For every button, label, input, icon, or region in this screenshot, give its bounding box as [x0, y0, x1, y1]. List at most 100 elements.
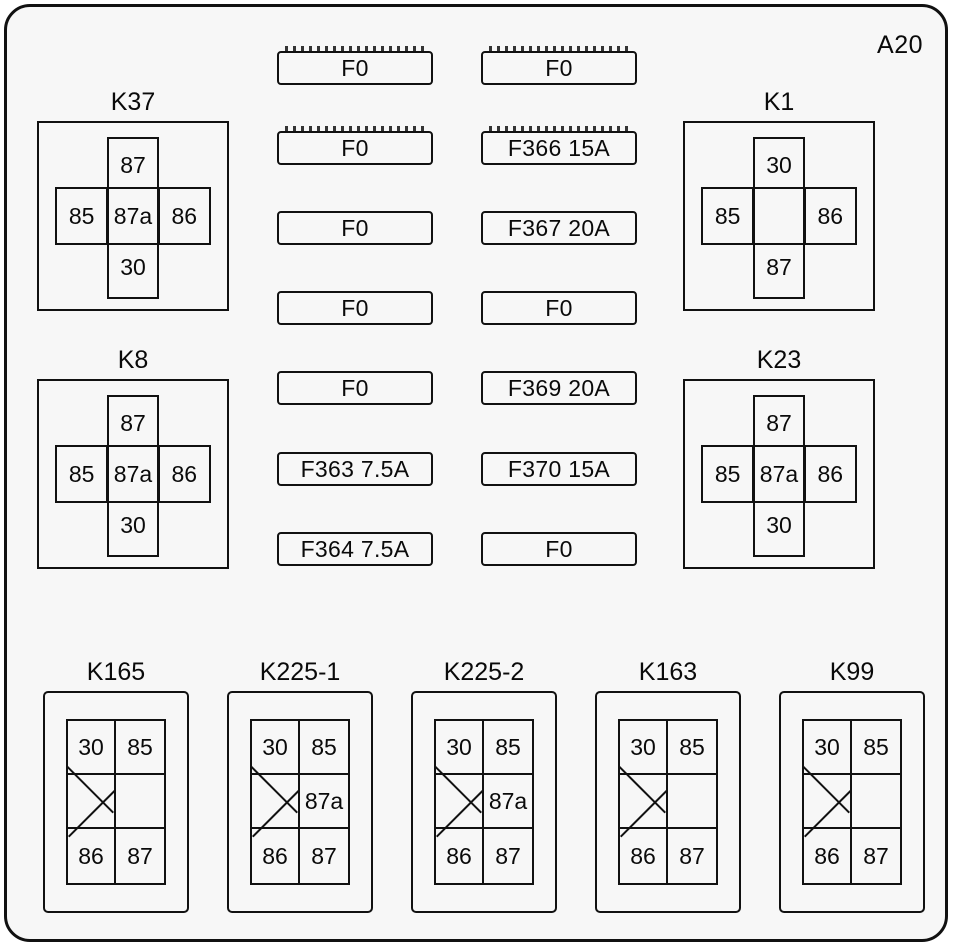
- fuse-right-2-label: F366 15A: [507, 134, 611, 161]
- relay-k163-cell-2: 85: [668, 721, 716, 775]
- fuse-left-4-label: F0: [341, 294, 369, 321]
- fuse-right-5-label: F369 20A: [507, 374, 611, 401]
- relay-k165-cell-1: 30: [68, 721, 116, 775]
- panel-code-label: A20: [877, 31, 923, 59]
- fuse-left-4[interactable]: F0: [277, 291, 433, 325]
- relay-k8-pin-86: 86: [157, 447, 209, 501]
- relay-k8-pin-87a: 87a: [106, 447, 157, 501]
- fuse-left-2-label: F0: [341, 134, 369, 161]
- relay-k225-2-pin-grid: 30 85 87a 86 87: [434, 719, 534, 885]
- relay-k8-horizontal-limb: 85 87a 86: [55, 445, 211, 503]
- fuse-right-3-f367[interactable]: F367 20A: [481, 211, 637, 245]
- relay-k99-cell-4: [852, 775, 900, 829]
- relay-k165-cross-cell: [68, 775, 116, 829]
- relay-k23-pin-87a: 87a: [752, 447, 803, 501]
- relay-k37-body: 85 87a 86 87 30: [37, 121, 229, 311]
- relay-k1-pin-86: 86: [803, 189, 855, 243]
- relay-k165-pin-grid: 30 85 86 87: [66, 719, 166, 885]
- fuse-right-6-f370[interactable]: F370 15A: [481, 452, 637, 486]
- relay-k23-body: 85 87a 86 87 30: [683, 379, 875, 569]
- relay-k99-pin-grid: 30 85 86 87: [802, 719, 902, 885]
- relay-k165-cell-5: 86: [68, 829, 116, 883]
- relay-k37-title: K37: [110, 88, 156, 116]
- relay-k1-pin-center: [752, 189, 803, 243]
- relay-k165-outer: 30 85 86 87: [43, 691, 189, 913]
- relay-k8-pin-85: 85: [68, 460, 95, 487]
- relay-k23-horizontal-limb: 85 87a 86: [701, 445, 857, 503]
- relay-k99-cell-2: 85: [852, 721, 900, 775]
- relay-k165-cell-6: 87: [127, 842, 153, 869]
- relay-k37-horizontal-limb: 85 87a 86: [55, 187, 211, 245]
- fuse-right-5-f369[interactable]: F369 20A: [481, 371, 637, 405]
- relay-k225-1-outer: 30 85 87a 86 87: [227, 691, 373, 913]
- relay-k37-pin-top: 87: [120, 151, 146, 178]
- fuse-left-3-label: F0: [341, 214, 369, 241]
- relay-k225-1-cell-1: 30: [252, 721, 300, 775]
- relay-k163-cell-5: 86: [620, 829, 668, 883]
- fuse-right-1[interactable]: F0: [481, 46, 637, 85]
- relay-k99-cell-1: 30: [804, 721, 852, 775]
- fuse-left-3[interactable]: F0: [277, 211, 433, 245]
- relay-k163-cell-6: 87: [679, 842, 705, 869]
- relay-k37-pin-87a: 87a: [106, 189, 157, 243]
- relay-k99-cell-5: 86: [804, 829, 852, 883]
- fuse-right-3-label: F367 20A: [507, 214, 611, 241]
- relay-k23-pin-85: 85: [714, 460, 741, 487]
- fuse-left-2[interactable]: F0: [277, 126, 433, 165]
- fuse-left-6-f363[interactable]: F363 7.5A: [277, 452, 433, 486]
- relay-k225-2-cell-2: 85: [484, 721, 532, 775]
- fuse-right-1-label: F0: [545, 54, 573, 81]
- relay-k8-body: 85 87a 86 87 30: [37, 379, 229, 569]
- fuse-left-1-label: F0: [341, 54, 369, 81]
- fuse-right-6-label: F370 15A: [507, 455, 611, 482]
- fuse-left-5-label: F0: [341, 374, 369, 401]
- relay-k23-pin-top: 87: [766, 409, 792, 436]
- relay-k225-1-cell-4: 87a: [300, 775, 348, 829]
- relay-k165-title: K165: [86, 658, 146, 686]
- relay-k1-pin-85: 85: [714, 202, 741, 229]
- relay-k225-2-cell-6: 87: [495, 842, 521, 869]
- fuse-left-7-f364[interactable]: F364 7.5A: [277, 532, 433, 566]
- relay-k23-pin-bottom: 30: [766, 511, 792, 538]
- relay-k163-cell-4: [668, 775, 716, 829]
- fuse-right-7[interactable]: F0: [481, 532, 637, 566]
- relay-k163-cell-1: 30: [620, 721, 668, 775]
- relay-k99-outer: 30 85 86 87: [779, 691, 925, 913]
- relay-k1-title: K1: [763, 88, 795, 116]
- relay-k1-horizontal-limb: 85 86: [701, 187, 857, 245]
- relay-k225-1-cell-5: 86: [252, 829, 300, 883]
- relay-k8-pin-bottom: 30: [120, 511, 146, 538]
- relay-k225-1-title: K225-1: [259, 658, 341, 686]
- relay-k225-2-cross-cell: [436, 775, 484, 829]
- relay-k99-cell-6: 87: [863, 842, 889, 869]
- fuse-left-5[interactable]: F0: [277, 371, 433, 405]
- relay-k163-pin-grid: 30 85 86 87: [618, 719, 718, 885]
- fuse-right-2-f366[interactable]: F366 15A: [481, 126, 637, 165]
- relay-k23-title: K23: [756, 346, 802, 374]
- fuse-left-1[interactable]: F0: [277, 46, 433, 85]
- relay-k163-outer: 30 85 86 87: [595, 691, 741, 913]
- fuse-box-panel: A20 K37 85 87a 86 87 30 K1 85 86 30 87: [4, 4, 948, 942]
- relay-k8-pin-top: 87: [120, 409, 146, 436]
- fuse-left-6-label: F363 7.5A: [300, 455, 410, 482]
- relay-k37-pin-86: 86: [157, 189, 209, 243]
- relay-k23-pin-86: 86: [803, 447, 855, 501]
- relay-k225-2-cell-4: 87a: [484, 775, 532, 829]
- relay-k225-1-cross-cell: [252, 775, 300, 829]
- relay-k163-cross-cell: [620, 775, 668, 829]
- relay-k165-cell-2: 85: [116, 721, 164, 775]
- relay-k1-pin-top: 30: [766, 151, 792, 178]
- relay-k225-2-outer: 30 85 87a 86 87: [411, 691, 557, 913]
- relay-k165-cell-4: [116, 775, 164, 829]
- relay-k225-2-cell-5: 86: [436, 829, 484, 883]
- relay-k225-2-title: K225-2: [443, 658, 525, 686]
- relay-k225-1-pin-grid: 30 85 87a 86 87: [250, 719, 350, 885]
- relay-k8-title: K8: [117, 346, 149, 374]
- fuse-left-7-label: F364 7.5A: [300, 535, 410, 562]
- fuse-right-4[interactable]: F0: [481, 291, 637, 325]
- relay-k37-pin-85: 85: [68, 202, 95, 229]
- relay-k225-2-cell-1: 30: [436, 721, 484, 775]
- relay-k37-pin-bottom: 30: [120, 253, 146, 280]
- relay-k99-cross-cell: [804, 775, 852, 829]
- fuse-right-4-label: F0: [545, 294, 573, 321]
